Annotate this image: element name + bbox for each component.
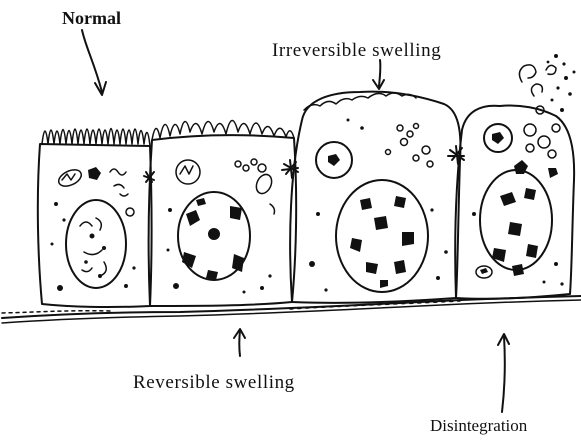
cell-junction — [448, 146, 464, 164]
nucleus — [480, 170, 552, 270]
cell-disintegration — [455, 105, 574, 298]
label-reversible-swelling: Reversible swelling — [133, 372, 295, 393]
label-normal: Normal — [62, 8, 121, 28]
nucleus — [336, 180, 428, 292]
label-irreversible-swelling: Irreversible swelling — [272, 40, 441, 61]
arrow-disintegration — [498, 334, 509, 412]
arrow-irreversible — [373, 60, 384, 89]
arrow-reversible — [234, 329, 245, 356]
cell-irreversible-swelling — [290, 92, 460, 303]
label-disintegration: Disintegration — [430, 416, 528, 435]
cell-normal — [38, 129, 152, 308]
cell-reversible-swelling — [149, 120, 296, 306]
arrow-normal — [82, 30, 106, 95]
nucleus — [66, 200, 126, 288]
cell-debris — [519, 54, 575, 114]
